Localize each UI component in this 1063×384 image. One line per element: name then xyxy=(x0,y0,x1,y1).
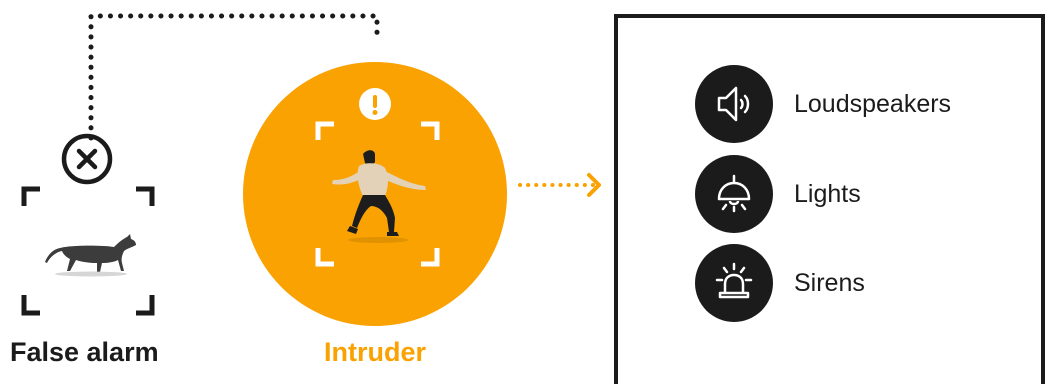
intruder-status-icon xyxy=(359,88,391,120)
output-loudspeakers: Loudspeakers xyxy=(695,65,951,143)
cat-image xyxy=(45,234,136,277)
output-lights: Lights xyxy=(695,155,861,233)
lamp-icon xyxy=(695,155,773,233)
output-label: Sirens xyxy=(794,268,865,297)
false-alarm-status-icon xyxy=(61,133,113,185)
output-label: Lights xyxy=(794,179,861,208)
dotted-connector xyxy=(88,13,380,141)
intruder-person-image xyxy=(332,150,426,243)
siren-icon xyxy=(695,244,773,322)
output-sirens: Sirens xyxy=(695,244,865,322)
dotted-arrow xyxy=(518,173,601,197)
false-alarm-label: False alarm xyxy=(10,337,159,367)
intruder-frame-corners xyxy=(315,121,440,267)
output-label: Loudspeakers xyxy=(794,89,952,118)
deterrent-outputs-panel: Loudspeakers Lights Sirens xyxy=(614,14,1045,384)
speaker-icon xyxy=(695,65,773,143)
false-alarm-frame-corners xyxy=(21,186,155,316)
intruder-label: Intruder xyxy=(323,337,426,367)
false-alarm-detection: False alarm xyxy=(10,130,180,367)
intruder-detection: Intruder xyxy=(243,62,507,367)
